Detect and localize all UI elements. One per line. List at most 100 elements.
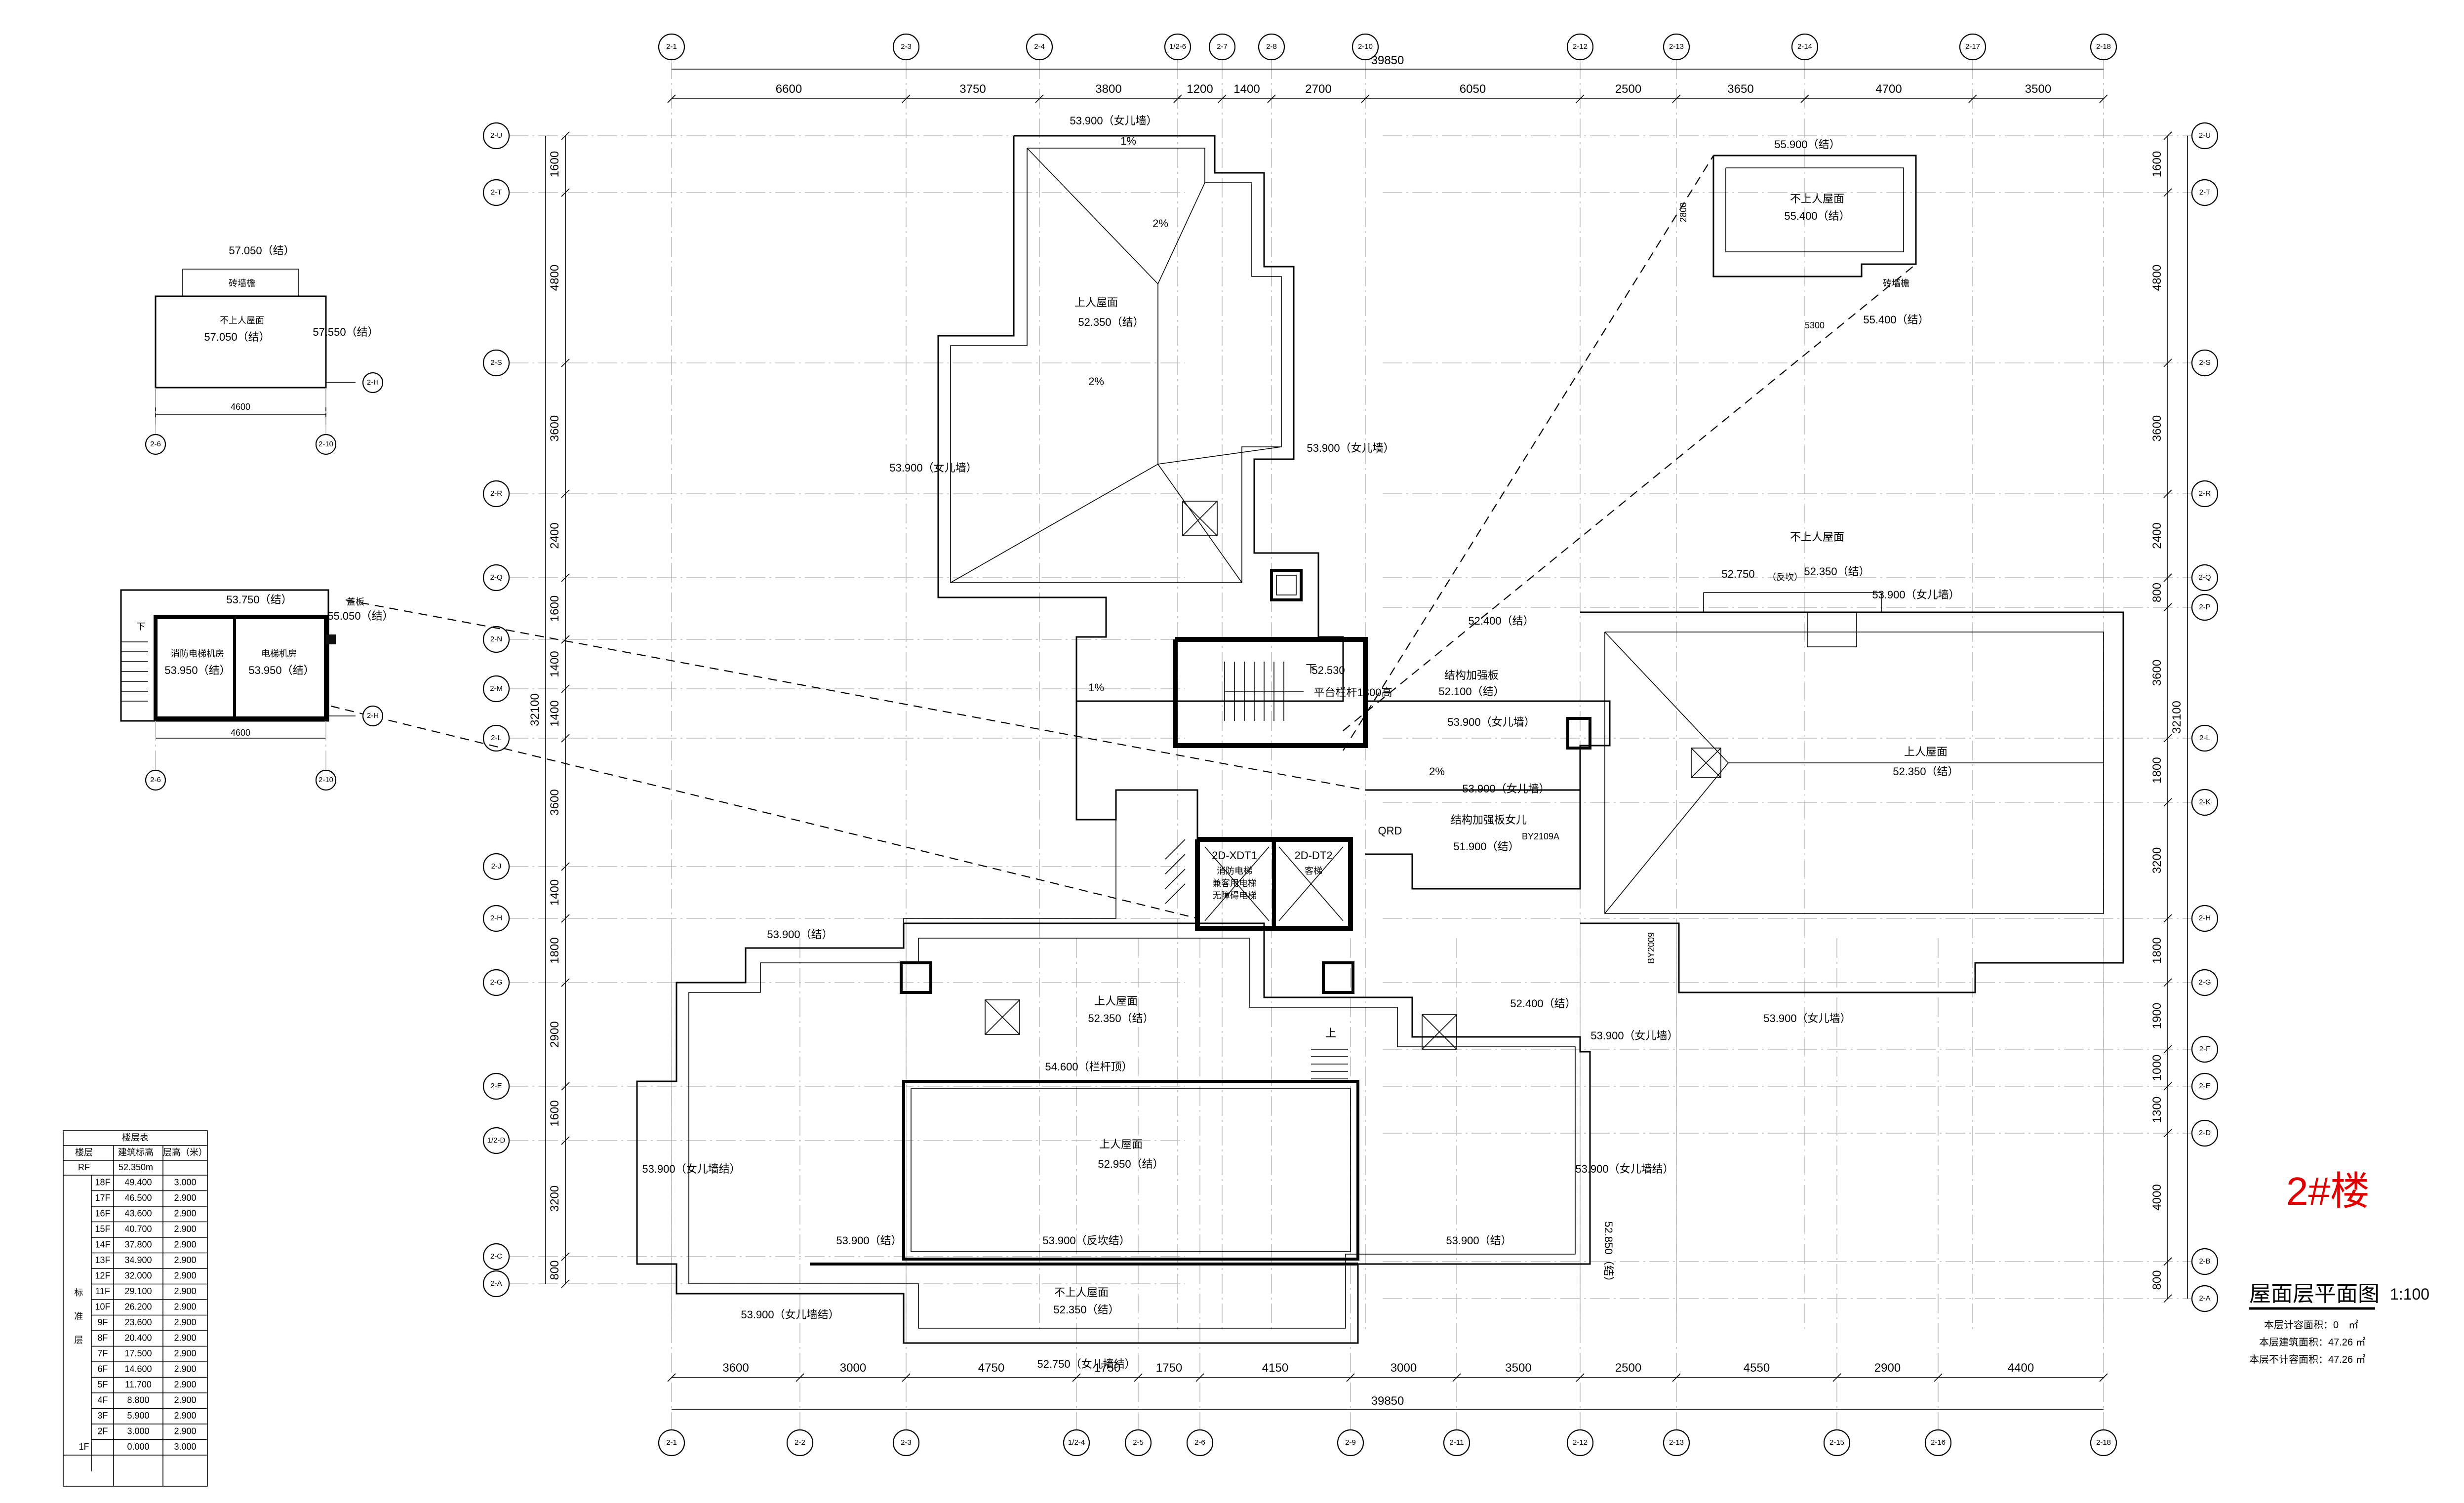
dim-label: 1000 — [2150, 1055, 2164, 1081]
dim-label: 4800 — [2150, 265, 2164, 291]
table-cell-floor: 11F — [95, 1286, 110, 1296]
dim-tick — [1672, 1373, 1681, 1382]
dim-tick — [561, 188, 570, 197]
grid-bubble-circle — [1663, 33, 1690, 61]
grid-bubble-top: 2-1 — [658, 33, 685, 61]
table-cell-elevation: 5.900 — [127, 1411, 149, 1421]
dim-tick — [2163, 603, 2172, 612]
dimension-label: 5300 — [1805, 320, 1825, 330]
grid-bubble-circle — [482, 1127, 510, 1154]
grid-bubble-top: 2-8 — [1258, 33, 1285, 61]
grid-bubble-label: 1/2-4 — [1068, 1438, 1085, 1447]
roof-type-label: 不上人屋面 — [1790, 193, 1844, 205]
dim-label: 1800 — [2150, 937, 2164, 963]
label-parapet: 53.900（女儿墙） — [1590, 1029, 1678, 1042]
inset-level: 57.050（结） — [204, 331, 270, 343]
grid-bubble-circle — [482, 179, 510, 206]
dim-tick — [1035, 94, 1044, 103]
table-cell-elevation: 20.400 — [124, 1333, 152, 1343]
dim-label: 4150 — [1262, 1361, 1288, 1375]
dim-tick — [561, 1252, 570, 1261]
grid-bubble-bottom: 2-18 — [2090, 1429, 2117, 1457]
dim-label: 1300 — [2150, 1097, 2164, 1123]
grid-bubble-right: 2-B — [2191, 1248, 2219, 1275]
grid-bubble-circle — [482, 969, 510, 996]
dim-tick — [561, 635, 570, 644]
grid-bubble-circle — [2191, 1072, 2219, 1100]
dim-label: 2500 — [1615, 1361, 1641, 1375]
dim-tick — [795, 1373, 804, 1382]
grid-bubble-label: 2-4 — [1034, 42, 1045, 51]
grid-bubble-circle — [482, 1270, 510, 1298]
dim-label: 2400 — [2150, 522, 2164, 549]
dim-tick — [1218, 94, 1227, 103]
dim-tick — [2099, 1373, 2108, 1382]
dim-tick — [902, 1373, 911, 1382]
dim-label: 3000 — [1391, 1361, 1417, 1375]
roof-level-label: 55.400（结） — [1784, 210, 1850, 222]
dim-label: 3200 — [548, 1186, 561, 1212]
label-parapet: 53.900（女儿墙） — [889, 462, 977, 474]
grid-bubble-label: 2-3 — [901, 42, 912, 51]
roof-type-label: 不上人屋面 — [1790, 531, 1844, 543]
slope-label: 2% — [1153, 217, 1168, 230]
dim-label: 3650 — [1727, 82, 1753, 96]
table-cell-elevation: 43.600 — [124, 1209, 152, 1219]
table-cell-floor: 1F — [79, 1442, 89, 1452]
roof-type-label: 上人屋面 — [1904, 746, 1947, 758]
grid-bubble-label: 2-18 — [2096, 42, 2111, 51]
grid-bubble-circle — [1823, 1429, 1851, 1457]
grid-bubble-circle — [482, 122, 510, 150]
inset-level: 53.950（结） — [248, 664, 314, 676]
dim-label: 1400 — [548, 651, 561, 677]
dim-tick — [1072, 1373, 1081, 1382]
inset-label: 下 — [136, 622, 145, 632]
grid-bubble-label: 2-1 — [666, 42, 677, 51]
dim-tick — [1452, 1373, 1461, 1382]
roof-level-label: 55.400（结） — [1863, 314, 1929, 326]
dim-tick — [561, 131, 570, 140]
grid-bubble-label: 2-Q — [490, 573, 502, 582]
curb-label: （反坎） — [1767, 572, 1803, 582]
grid-bubble-top: 2-13 — [1663, 33, 1690, 61]
roof-level-label: 53.900（结） — [1446, 1234, 1511, 1247]
dim-tick — [902, 94, 911, 103]
grid-bubble-label: 2-G — [2198, 978, 2211, 987]
table-cell: 52.350m — [119, 1162, 153, 1172]
grid-bubble-label: 2-U — [490, 131, 502, 140]
grid-bubble-top: 2-14 — [1791, 33, 1819, 61]
roof-type-label: 不上人屋面 — [1054, 1286, 1109, 1299]
grid-bubble-left: 2-T — [482, 179, 510, 206]
dim-label: 3200 — [2150, 847, 2164, 873]
grid-bubble-circle — [482, 349, 510, 377]
label-parapet: 53.900（女儿墙） — [1307, 442, 1394, 454]
grid-bubble: 2-10 — [318, 440, 333, 448]
grid-bubble: 2-6 — [150, 440, 161, 448]
grid-bubble-left: 2-U — [482, 122, 510, 150]
inset-machine-room: 53.750（结） 盖板 55.050（结） 下 消防电梯机房 53.950（结… — [120, 589, 394, 791]
grid-bubble-label: 1/2-6 — [1169, 42, 1186, 51]
grid-bubble-circle — [2191, 480, 2219, 508]
grid-bubble-right: 2-D — [2191, 1119, 2219, 1147]
grid-bubble-top: 2-3 — [892, 33, 920, 61]
dim-label: 3750 — [959, 82, 986, 96]
grid-bubble-circle — [658, 33, 685, 61]
grid-bubble-circle — [1337, 1429, 1364, 1457]
dim-label: 3600 — [2150, 415, 2164, 441]
grid-bubble-left: 2-S — [482, 349, 510, 377]
grid-bubble-circle — [2191, 789, 2219, 816]
grid-bubble-left: 2-R — [482, 480, 510, 508]
table-cell-elevation: 49.400 — [124, 1178, 152, 1187]
stair-flight — [1224, 662, 1304, 721]
dim-tick — [1134, 1373, 1143, 1382]
table-cell-floor: 17F — [95, 1193, 110, 1203]
grid-bubble-label: 2-U — [2199, 131, 2211, 140]
dim-tick — [1672, 94, 1681, 103]
dim-tick — [2163, 1045, 2172, 1054]
grid-bubble-circle — [482, 1072, 510, 1100]
inset-level: 53.750（结） — [226, 593, 292, 606]
dim-label: 1750 — [1156, 1361, 1182, 1375]
grid-bubble-left: 2-M — [482, 675, 510, 703]
grid-bubble-circle — [1351, 33, 1379, 61]
dim-label: 2900 — [1874, 1361, 1901, 1375]
